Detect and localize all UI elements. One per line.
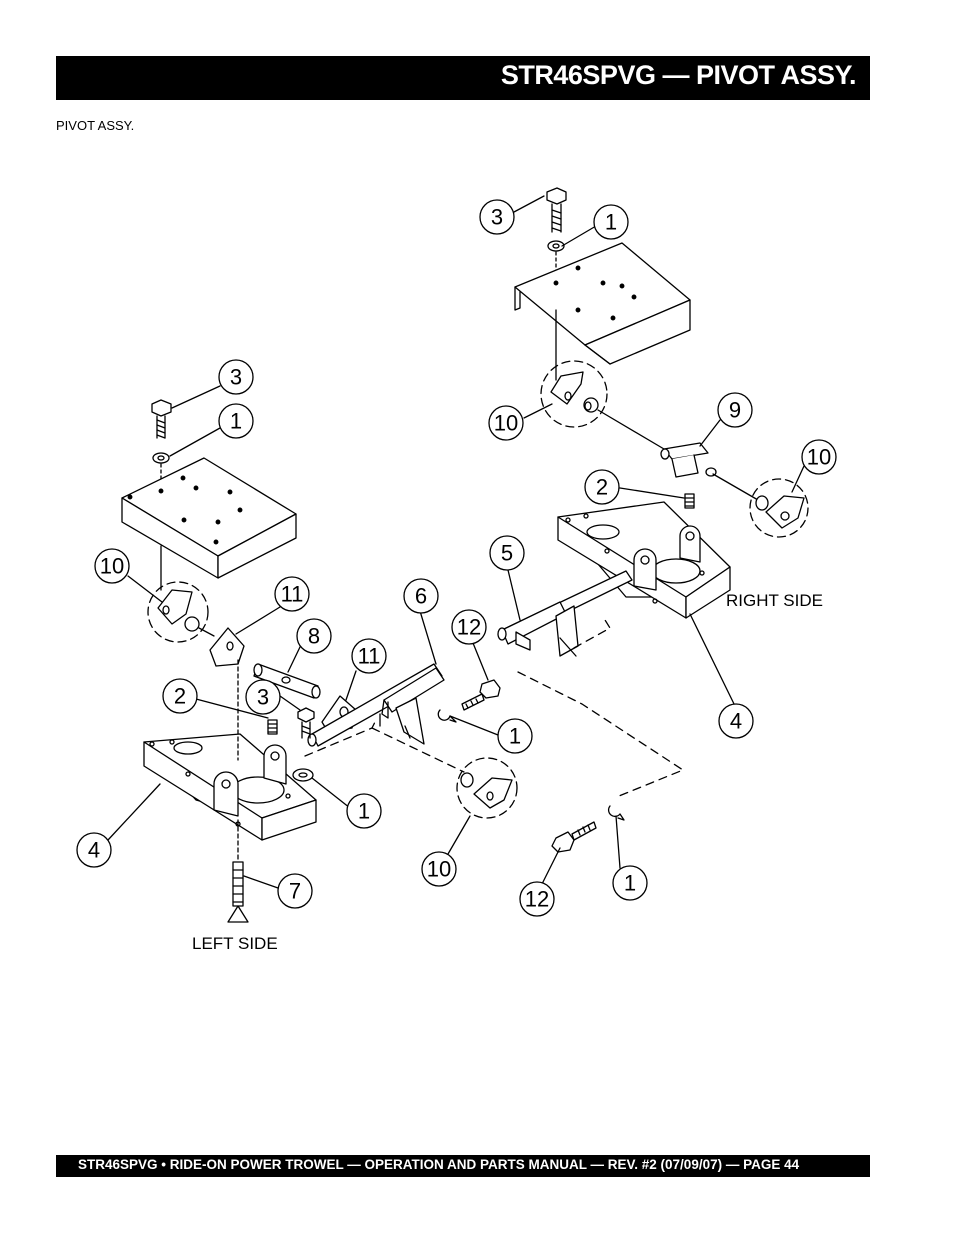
callout-11-right: 11 xyxy=(358,644,381,669)
right-side-label: RIGHT SIDE xyxy=(726,591,823,610)
left-shaft xyxy=(307,663,445,747)
callout-12-lower: 12 xyxy=(525,887,549,912)
callout-10-left: 10 xyxy=(100,554,124,579)
callout-10-top: 10 xyxy=(494,411,518,436)
grease-fitting xyxy=(227,819,249,923)
left-bolt xyxy=(151,399,172,439)
callout-1-left: 1 xyxy=(230,409,242,434)
page-footer: STR46SPVG • RIDE-ON POWER TROWEL — OPERA… xyxy=(78,1157,800,1172)
left-side-label: LEFT SIDE xyxy=(192,934,278,953)
page-title-bar: STR46SPVG — PIVOT ASSY. xyxy=(56,56,870,100)
upper-bolt-12 xyxy=(461,679,501,711)
callout-3-left: 3 xyxy=(230,365,242,390)
callout-9: 9 xyxy=(729,398,741,423)
callout-12-upper: 12 xyxy=(457,615,481,640)
callout-1-center: 1 xyxy=(509,724,521,749)
callout-8: 8 xyxy=(308,624,320,649)
callout-4-right: 4 xyxy=(730,709,742,734)
callout-7: 7 xyxy=(289,879,301,904)
callout-2-right: 2 xyxy=(596,475,608,500)
callout-10-right: 10 xyxy=(807,445,831,470)
page-title: STR46SPVG — PIVOT ASSY. xyxy=(500,60,857,90)
tee-fitting xyxy=(660,442,717,478)
callout-2-left: 2 xyxy=(174,684,186,709)
lower-bolt-3 xyxy=(297,707,315,739)
callout-6: 6 xyxy=(415,584,427,609)
callout-3-top: 3 xyxy=(491,205,503,230)
callout-1-top: 1 xyxy=(605,210,617,235)
callout-1-lower-left: 1 xyxy=(358,799,370,824)
callout-1-lower-right: 1 xyxy=(624,871,636,896)
section-label: PIVOT ASSY. xyxy=(56,118,135,133)
lower-bolt-12 xyxy=(551,821,597,853)
callout-4-left: 4 xyxy=(88,838,100,863)
callout-3-lower: 3 xyxy=(257,685,269,710)
callout-5: 5 xyxy=(501,541,513,566)
left-base-plate xyxy=(143,719,317,841)
top-right-bolt xyxy=(546,187,567,233)
page-footer-bar: STR46SPVG • RIDE-ON POWER TROWEL — OPERA… xyxy=(56,1155,870,1177)
callout-labels: 3 1 10 9 10 2 5 6 12 3 1 10 11 8 11 2 3 … xyxy=(88,205,831,912)
top-right-washer xyxy=(547,240,565,252)
left-plate xyxy=(121,457,297,579)
pivot-pin xyxy=(253,663,321,699)
callout-10-lower: 10 xyxy=(427,857,451,882)
top-right-plate xyxy=(514,242,691,365)
right-base-plate xyxy=(557,493,731,619)
callout-11-left: 11 xyxy=(281,582,304,607)
